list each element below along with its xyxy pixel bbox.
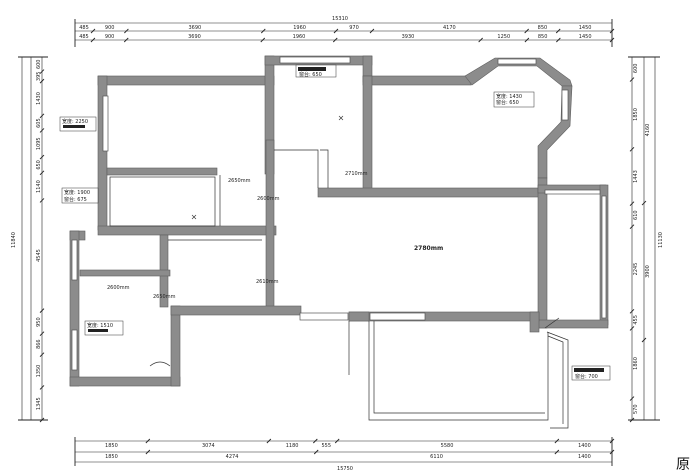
ceiling-height-label: 2600mm xyxy=(107,285,130,291)
bottom-dim-label: 555 xyxy=(321,443,331,449)
svg-text:宽度: 2250: 宽度: 2250 xyxy=(62,118,88,125)
svg-text:窗台: 650: 窗台: 650 xyxy=(496,99,519,106)
left-dimensions: 600 395 1430 605 1095 650 1140 4545 950 866 1350 13… xyxy=(11,56,48,423)
right-dim-label: 570 xyxy=(633,404,639,414)
left-dim-label: 600 xyxy=(36,60,42,70)
top-dim-label: 1960 xyxy=(293,25,306,31)
right-dim-label: 1443 xyxy=(633,170,639,183)
bottom-dim-label: 3074 xyxy=(202,443,215,449)
top-dim-label: 1450 xyxy=(579,25,592,31)
right-dim-label: 455 xyxy=(633,315,639,325)
right-dim-label: 4160 xyxy=(645,124,651,137)
windows xyxy=(71,56,607,371)
left-dim-label: 1095 xyxy=(36,137,42,150)
right-dim-label: 1860 xyxy=(633,357,639,370)
left-dim-label: 1350 xyxy=(36,365,42,378)
bottom-dim-label: 5580 xyxy=(441,443,454,449)
bottom-total-dim: 15750 xyxy=(337,466,353,472)
top-dim-label: 1250 xyxy=(497,34,510,40)
room-tag: 窗台: 650 xyxy=(295,64,337,78)
top-dimensions: 15310 485 900 3690 1960 970 4170 850 1450 485 90… xyxy=(74,16,615,47)
ceiling-heights: 2780mm 2710mm 2650mm 2600mm 2610mm 2600m… xyxy=(107,115,443,300)
top-dim-label: 970 xyxy=(349,25,359,31)
top-dim-label: 850 xyxy=(538,25,548,31)
svg-text:窗台: 675: 窗台: 675 xyxy=(64,196,87,203)
left-total-dim: 11840 xyxy=(11,232,17,248)
svg-text:窗台: 650: 窗台: 650 xyxy=(299,71,322,78)
left-dim-label: 1140 xyxy=(36,180,42,193)
top-dim-label: 485 xyxy=(79,34,89,40)
svg-text:窗台: 700: 窗台: 700 xyxy=(575,373,598,380)
right-dim-label: 2245 xyxy=(633,263,639,276)
room-tags: 宽度: 2250 窗台: 650 宽度: 1430 窗台: 650 宽度: 19… xyxy=(59,64,611,381)
left-dim-label: 650 xyxy=(36,160,42,170)
bottom-dim-label: 1850 xyxy=(105,454,118,460)
room-tag: 宽度: 1430 窗台: 650 xyxy=(493,91,535,108)
room-tag: 宽度: 1510 xyxy=(84,320,124,336)
ceiling-height-label: 2600mm xyxy=(257,196,280,202)
top-dim-label: 485 xyxy=(79,25,89,31)
room-tag: 窗台: 700 xyxy=(571,365,611,381)
svg-text:宽度: 1510: 宽度: 1510 xyxy=(87,322,113,329)
right-total-dim: 11130 xyxy=(658,232,664,248)
ceiling-height-label: 2650mm xyxy=(153,294,176,300)
bottom-dim-label: 4274 xyxy=(226,454,239,460)
top-dim-label: 3690 xyxy=(188,34,201,40)
left-dim-label: 4545 xyxy=(36,249,42,262)
bottom-dimensions: 1850 3074 1180 555 5580 1400 1850 4274 6110 1400… xyxy=(74,437,615,472)
left-dim-label: 1345 xyxy=(36,397,42,410)
right-dimensions: 600 1850 1443 610 2245 455 1860 570 4160 3900 11… xyxy=(628,56,664,423)
top-dim-label: 900 xyxy=(105,34,115,40)
svg-text:宽度: 1900: 宽度: 1900 xyxy=(64,189,90,196)
ceiling-height-label: 2710mm xyxy=(345,171,368,177)
bottom-dim-label: 6110 xyxy=(430,454,443,460)
left-dim-label: 950 xyxy=(36,317,42,327)
bottom-dim-label: 1400 xyxy=(578,454,591,460)
top-dim-label: 3930 xyxy=(402,34,415,40)
corner-label: 原 xyxy=(676,457,690,473)
bottom-dim-label: 1180 xyxy=(286,443,299,449)
top-total-dim: 15310 xyxy=(332,16,348,22)
top-dim-label: 1960 xyxy=(293,34,306,40)
room-tag: 宽度: 2250 xyxy=(59,116,97,132)
left-dim-label: 866 xyxy=(36,339,42,349)
top-dim-label: 900 xyxy=(105,25,115,31)
left-dim-label: 1430 xyxy=(36,92,42,105)
interior-lines xyxy=(109,149,569,429)
right-dim-label: 610 xyxy=(633,210,639,220)
bottom-dim-label: 1850 xyxy=(105,443,118,449)
ceiling-height-label: 2610mm xyxy=(256,279,279,285)
left-dim-label: 395 xyxy=(36,72,42,82)
right-dim-label: 3900 xyxy=(645,265,651,278)
top-dim-label: 4170 xyxy=(443,25,456,31)
room-tag: 宽度: 1900 窗台: 675 xyxy=(61,187,99,204)
ceiling-height-label: 2780mm xyxy=(414,245,443,252)
top-dim-label: 1450 xyxy=(579,34,592,40)
right-dim-label: 600 xyxy=(633,64,639,74)
left-dim-label: 605 xyxy=(36,118,42,128)
svg-text:宽度: 1430: 宽度: 1430 xyxy=(496,93,522,100)
ceiling-height-label: 2650mm xyxy=(228,178,251,184)
top-dim-label: 850 xyxy=(538,34,548,40)
right-dim-label: 1850 xyxy=(633,108,639,121)
top-dim-label: 3690 xyxy=(188,25,201,31)
bottom-dim-label: 1400 xyxy=(578,443,591,449)
